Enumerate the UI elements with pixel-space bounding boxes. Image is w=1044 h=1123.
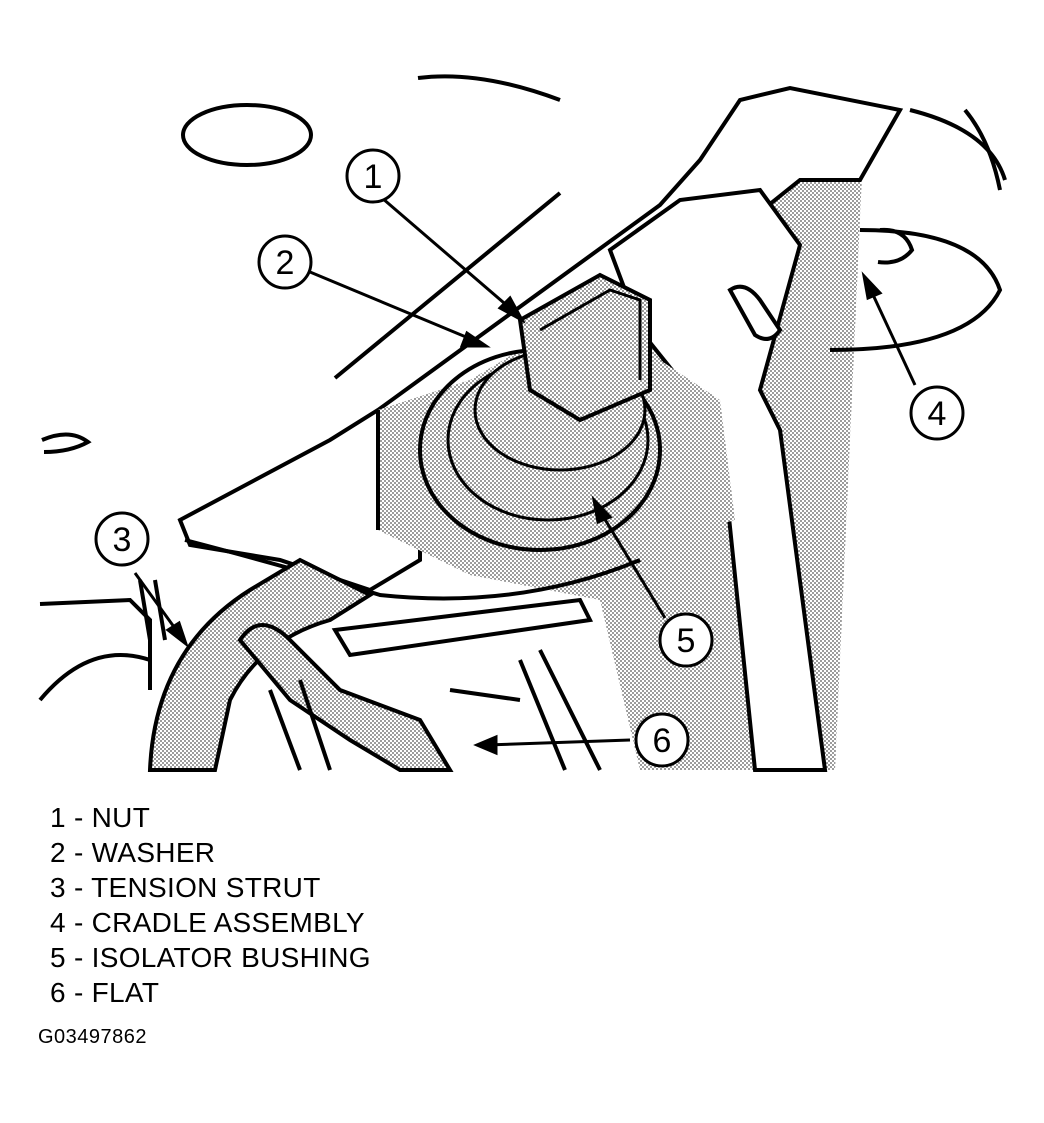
flat-link bbox=[237, 623, 454, 772]
callout-1: 1 bbox=[345, 148, 401, 204]
legend: 1 - NUT 2 - WASHER 3 - TENSION STRUT 4 -… bbox=[50, 800, 650, 1010]
lower-bracket bbox=[184, 538, 641, 658]
callout-2: 2 bbox=[257, 234, 313, 290]
callout-number: 6 bbox=[653, 722, 672, 760]
figure-id: G03497862 bbox=[38, 1026, 148, 1048]
callout-5: 5 bbox=[658, 612, 714, 668]
legend-item-tension-strut: 3 - TENSION STRUT bbox=[50, 872, 321, 903]
cradle-slot bbox=[727, 284, 783, 341]
callout-number: 4 bbox=[928, 395, 947, 433]
callout-4: 4 bbox=[909, 385, 965, 441]
legend-item-isolator-bushing: 5 - ISOLATOR BUSHING bbox=[50, 942, 371, 973]
callout-6: 6 bbox=[634, 712, 690, 768]
background-outlines bbox=[38, 74, 562, 702]
callout-number: 5 bbox=[677, 622, 696, 660]
leader-lines bbox=[133, 196, 917, 756]
suspension-diagram: 1 2 3 4 5 6 bbox=[38, 74, 1007, 772]
isolator-bushing bbox=[376, 272, 735, 575]
legend-item-washer: 2 - WASHER bbox=[50, 837, 216, 868]
legend-item-cradle-assembly: 4 - CRADLE ASSEMBLY bbox=[50, 907, 365, 938]
callout-number: 2 bbox=[276, 244, 295, 282]
callout-3: 3 bbox=[94, 511, 150, 567]
lower-lines bbox=[138, 579, 602, 771]
legend-item-nut: 1 - NUT bbox=[50, 802, 151, 833]
callout-number: 3 bbox=[113, 521, 132, 559]
right-disc bbox=[829, 108, 1007, 352]
tension-strut-arm bbox=[147, 557, 375, 772]
callout-number: 1 bbox=[364, 158, 383, 196]
legend-item-flat: 6 - FLAT bbox=[50, 977, 160, 1008]
